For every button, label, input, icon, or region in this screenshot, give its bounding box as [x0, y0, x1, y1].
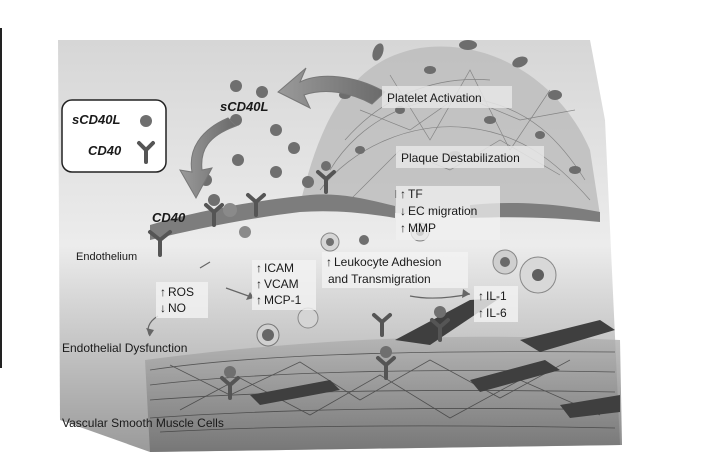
cd40-label: CD40 [152, 210, 186, 225]
ec-migration-arrow: ↓ [400, 204, 406, 218]
legend-scd40l-label: sCD40L [72, 112, 120, 127]
endothelium-label: Endothelium [76, 251, 137, 263]
vcam-arrow: ↑ [256, 277, 262, 291]
il1-arrow: ↑ [478, 289, 484, 303]
il6-arrow: ↑ [478, 306, 484, 320]
tf-arrow: ↑ [400, 187, 406, 201]
il6-label: IL-6 [486, 306, 507, 320]
mcp1-arrow: ↑ [256, 293, 262, 307]
mmp-arrow: ↑ [400, 221, 406, 235]
mcp1-label: MCP-1 [264, 293, 302, 307]
leukocyte-adhesion-arrow: ↑ [326, 255, 332, 269]
platelet-activation-label: Platelet Activation [387, 91, 482, 105]
plaque-destabilization-label: Plaque Destabilization [401, 151, 520, 165]
legend-box [62, 100, 166, 172]
icam-label: ICAM [264, 261, 294, 275]
leukocyte-adhesion-line2: and Transmigration [328, 272, 431, 286]
il1-label: IL-1 [486, 289, 507, 303]
left-border-line [0, 28, 2, 368]
vcam-label: VCAM [264, 277, 299, 291]
ros-arrow: ↑ [160, 285, 166, 299]
no-arrow: ↓ [160, 301, 166, 315]
ros-label: ROS [168, 285, 194, 299]
legend-scd40l-icon [140, 115, 152, 127]
mmp-label: MMP [408, 221, 436, 235]
leukocyte-adhesion-line1: Leukocyte Adhesion [334, 255, 441, 269]
ec-migration-label: EC migration [408, 204, 477, 218]
scd40l-label: sCD40L [220, 99, 268, 114]
legend-cd40-label: CD40 [88, 143, 122, 158]
tf-label: TF [408, 187, 423, 201]
no-label: NO [168, 301, 186, 315]
icam-arrow: ↑ [256, 261, 262, 275]
vsmc-label: Vascular Smooth Muscle Cells [62, 416, 224, 430]
endothelial-dysfunction-label: Endothelial Dysfunction [62, 341, 187, 355]
